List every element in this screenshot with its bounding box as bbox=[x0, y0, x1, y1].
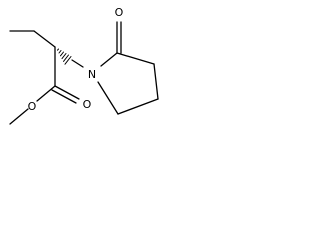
bond-ester-carbon-ether-o bbox=[36, 85, 56, 102]
bond-c5-nitrogen bbox=[97, 81, 119, 115]
bond-c2-c3 bbox=[116, 52, 155, 65]
bond-c3-c4 bbox=[153, 63, 159, 100]
bond-nitrogen-c2 bbox=[100, 52, 118, 67]
bond-ch2-alpha bbox=[33, 30, 56, 48]
ester-ether-oxygen-label: O bbox=[28, 100, 37, 113]
pyrrolidinone-ring bbox=[71, 21, 159, 115]
ethyl-group bbox=[9, 30, 56, 48]
bond-c4-c5 bbox=[117, 98, 159, 115]
ester-carbonyl-oxygen-label: O bbox=[83, 98, 92, 111]
ester-group bbox=[9, 46, 80, 125]
ring-nitrogen-label: N bbox=[88, 68, 96, 81]
ring-carbonyl-oxygen-label: O bbox=[115, 6, 124, 19]
bond-ether-o-methyl bbox=[9, 108, 29, 125]
bond-alpha-nitrogen bbox=[71, 59, 84, 68]
bond-ester-carbonyl-a bbox=[54, 85, 80, 100]
structural-formula: O N O O bbox=[9, 6, 159, 125]
bond-ester-carbonyl-b bbox=[51, 89, 77, 104]
hashed-stereo-bond bbox=[57, 48, 72, 65]
